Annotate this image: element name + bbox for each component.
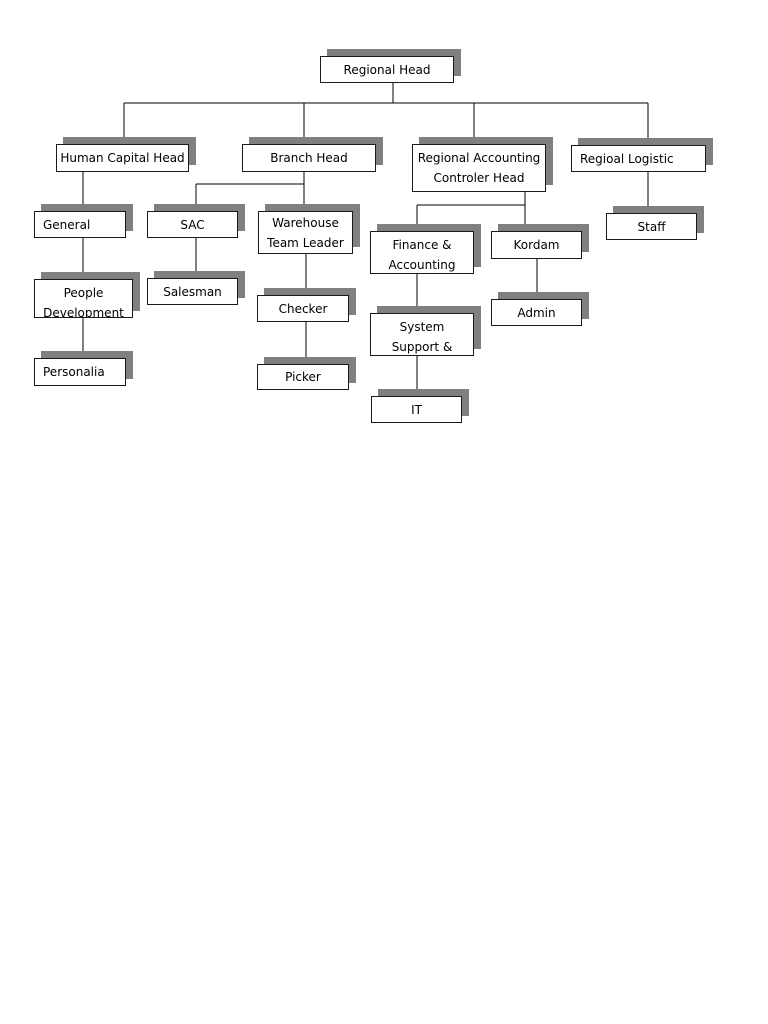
node-label: Staff [637,219,666,234]
node-label: Regional Head [343,62,431,77]
node-label: SAC [180,217,205,232]
node-label: Human Capital Head [60,151,185,165]
node-label: Personalia [43,365,105,379]
node-label: Regional Accounting Controler Head [417,151,541,185]
node-label: Regioal Logistic [580,151,674,166]
node-label: System Support & [391,320,453,354]
node-label: Picker [285,370,321,384]
node-label: Kordam [513,238,560,252]
node-label: General [43,217,91,232]
node-label: Checker [278,301,328,316]
node-label: People Development [43,286,124,318]
node-label: Salesman [163,284,222,299]
node-label: Finance & Accounting [388,238,456,272]
node-label: Warehouse Team Leader [267,215,344,250]
node-label: Branch Head [270,151,348,165]
node-label: IT [411,402,422,417]
node-label: Admin [517,305,556,320]
